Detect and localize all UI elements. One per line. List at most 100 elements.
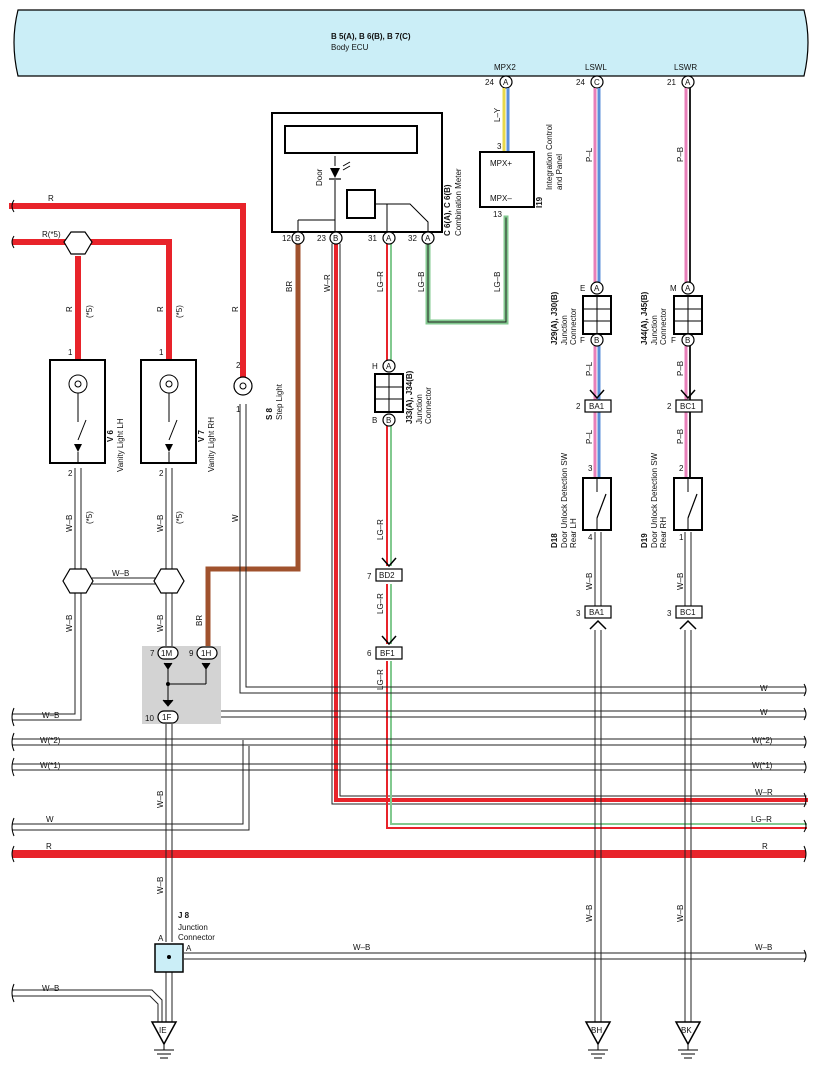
- bc1-bottom-pin: 3: [667, 609, 672, 618]
- junction-j29: E A F B J29(A), J30(B) Junction Connecto…: [550, 281, 612, 347]
- j29-top-label: E: [580, 284, 585, 293]
- wire-label: W–B: [156, 515, 165, 532]
- j8-pin-right: A: [186, 944, 192, 953]
- wire-label: R: [231, 306, 240, 312]
- door-sw-rh-name-2: Rear RH: [659, 517, 668, 548]
- ecu-pins: 24 A 24 C 21 A: [485, 75, 695, 89]
- splice-r5: [63, 231, 93, 255]
- ecu-terminal-lswr: LSWR: [674, 63, 697, 72]
- c1f-label: 1F: [162, 713, 171, 722]
- ground-bk: BK: [674, 1021, 702, 1059]
- wire-label: (*5): [175, 511, 184, 524]
- j29-code: J29(A), J30(B): [550, 291, 559, 345]
- i19-mpx-plus: MPX+: [490, 159, 512, 168]
- j33-top-conn: A: [386, 362, 392, 371]
- door-sw-lh-pin-bottom: 4: [588, 533, 593, 542]
- wire-label: R: [762, 842, 768, 851]
- meter-cpu-block: [346, 189, 376, 219]
- junction-j44: M A F B J44(A), J45(B) Junction Connecto…: [640, 281, 703, 347]
- bulb-icon: [74, 380, 82, 388]
- meter-pin-31: 31: [368, 234, 377, 243]
- j33-bottom-conn: B: [386, 416, 391, 425]
- junction-j33: H A B B J33(A), J34(B) Junction Connecto…: [372, 359, 433, 427]
- wire-label: W–B: [42, 711, 59, 720]
- wire-label: LG–R: [376, 593, 385, 614]
- wire-label: W: [760, 708, 768, 717]
- j29-top-conn: A: [594, 284, 600, 293]
- meter-pins: 12 B 23 B 31 A 32 A: [282, 231, 435, 245]
- wire-label: W(*1): [752, 761, 773, 770]
- ecu-conn-mpx2: A: [503, 78, 509, 87]
- door-sw-lh-code: D18: [550, 533, 559, 548]
- ecu-pin-mpx2: 24: [485, 78, 494, 87]
- wire-label: LG–R: [376, 669, 385, 690]
- j44-bottom-conn: B: [685, 336, 690, 345]
- wire-label: W–B: [585, 573, 594, 590]
- door-sw-lh: 3 4 D18 Door Unlock Detection SW Rear LH: [550, 452, 612, 548]
- wire-label: P–B: [676, 429, 685, 444]
- wire-labels: R R(*5) R (*5) R (*5) R BR W–R LG–R LG–B…: [40, 107, 773, 993]
- j33-name-1: Junction: [415, 394, 424, 424]
- meter-conn-12: B: [295, 234, 300, 243]
- wire-label: R(*5): [42, 230, 61, 239]
- ecu-code: B 5(A), B 6(B), B 7(C): [331, 32, 411, 41]
- vanity-lh-code: V 6: [106, 429, 115, 442]
- wire-label: LG–B: [493, 272, 502, 292]
- i19-pin-bottom: 13: [493, 210, 502, 219]
- wire-label: LG–B: [417, 272, 426, 292]
- vanity-rh-name: Vanity Light RH: [207, 417, 216, 472]
- j29-name-1: Junction: [560, 315, 569, 345]
- wire-label: W: [46, 815, 54, 824]
- wire-label: W(*2): [752, 736, 773, 745]
- bd2-pin: 7: [367, 572, 372, 581]
- wire-label: W(*1): [40, 761, 61, 770]
- ecu-terminal-mpx2: MPX2: [494, 63, 516, 72]
- vanity-rh-pin-top: 1: [159, 348, 164, 357]
- wire-label: P–L: [585, 361, 594, 376]
- bc1-top-pin: 2: [667, 402, 672, 411]
- ecu-conn-lswl: C: [594, 78, 600, 87]
- wire-label: W: [231, 514, 240, 522]
- wire-label: R: [48, 194, 54, 203]
- step-pin-bottom: 1: [236, 405, 241, 414]
- door-sw-rh-pin-bottom: 1: [679, 533, 684, 542]
- wire-label: (*5): [85, 511, 94, 524]
- wire-label: W–B: [585, 905, 594, 922]
- wire-label: W–B: [156, 791, 165, 808]
- ground-bk-label: BK: [681, 1026, 692, 1035]
- j29-bottom-label: F: [580, 336, 585, 345]
- meter-name: Combination Meter: [454, 168, 463, 236]
- bf1-pin: 6: [367, 649, 372, 658]
- wire-label: (*5): [175, 305, 184, 318]
- j33-bottom-label: B: [372, 416, 377, 425]
- ba1-top-pin: 2: [576, 402, 581, 411]
- junction-j8: J 8 Junction Connector A A: [154, 911, 215, 973]
- j44-name-2: Connector: [659, 308, 668, 345]
- splices: [62, 231, 185, 594]
- ba1-top-label: BA1: [589, 402, 605, 411]
- step-code: S 8: [265, 407, 274, 420]
- j33-top-label: H: [372, 362, 378, 371]
- wire-label: W–B: [156, 877, 165, 894]
- ecu-terminal-lswl: LSWL: [585, 63, 607, 72]
- meter-pin-23: 23: [317, 234, 326, 243]
- meter-door-label: Door: [315, 168, 324, 186]
- step-name: Step Light: [275, 383, 284, 420]
- j44-name-1: Junction: [650, 315, 659, 345]
- wire-label: P–L: [585, 429, 594, 444]
- bulb-icon: [233, 376, 253, 396]
- ecu-name: Body ECU: [331, 43, 369, 52]
- wire-label: W–B: [42, 984, 59, 993]
- wire-label: W–B: [65, 515, 74, 532]
- wire-label: L–Y: [493, 107, 502, 122]
- ecu-box: [13, 9, 809, 77]
- wire-label: LG–R: [376, 519, 385, 540]
- j8-pin-left: A: [158, 934, 164, 943]
- meter-conn-32: A: [425, 234, 431, 243]
- meter-conn-23: B: [333, 234, 338, 243]
- vanity-rh-code: V 7: [197, 429, 206, 442]
- wire-label: W(*2): [40, 736, 61, 745]
- door-sw-lh-pin-top: 3: [588, 464, 593, 473]
- c1f-pin: 10: [145, 714, 154, 723]
- bd2-label: BD2: [379, 571, 395, 580]
